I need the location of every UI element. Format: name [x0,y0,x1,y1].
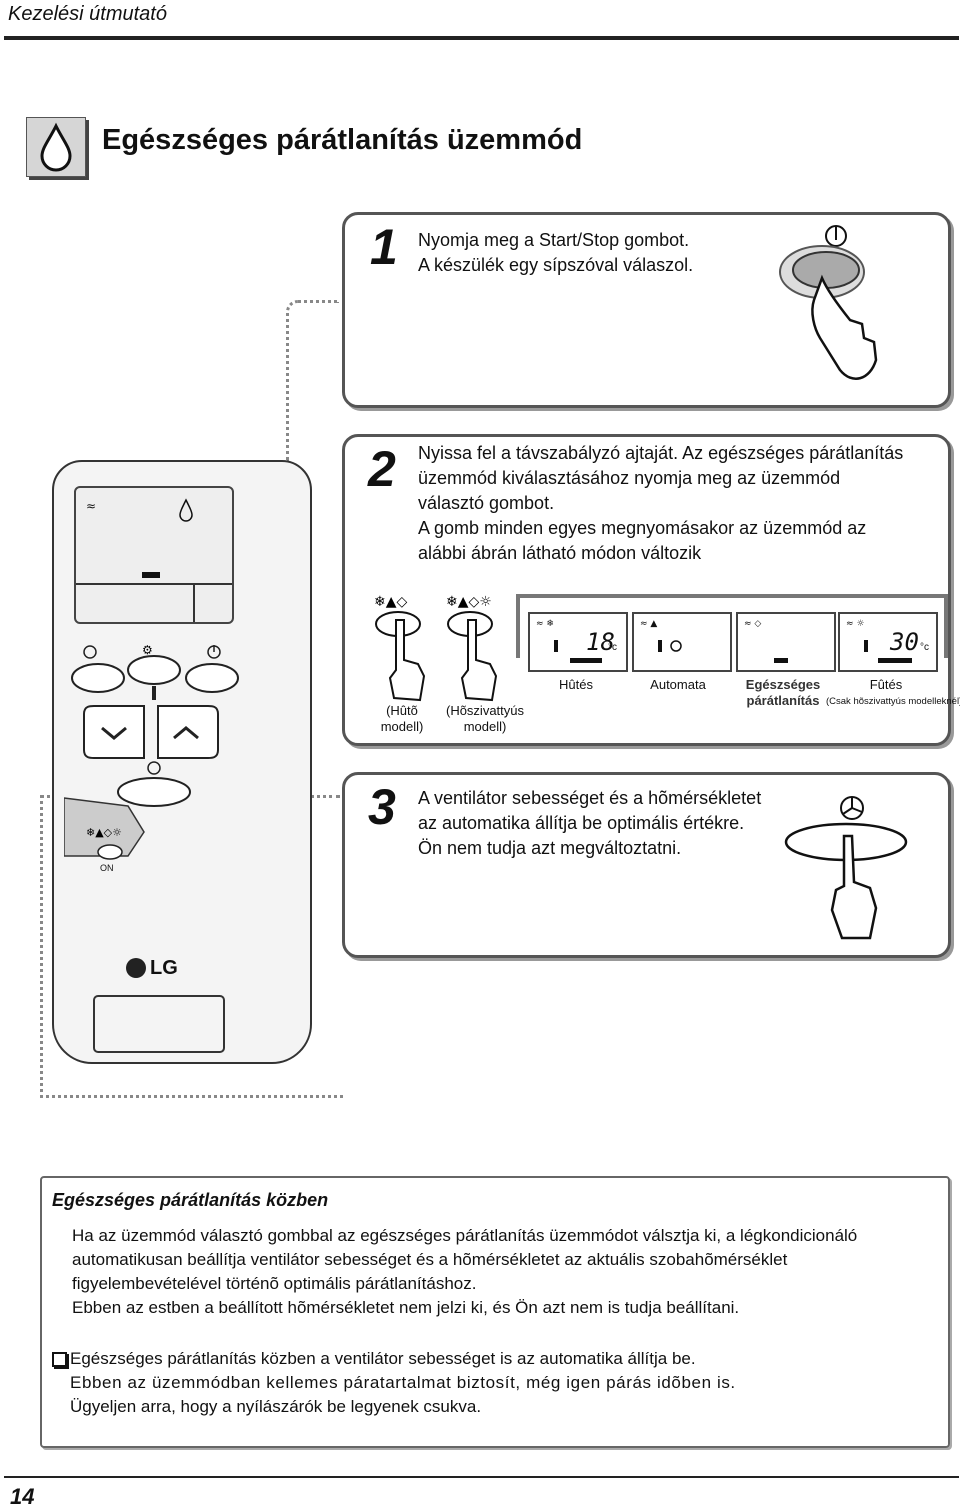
remote-door [64,797,145,857]
mode-label-healthy-dehumid: Egészséges párátlanítás [745,677,821,708]
step-2-text: Nyissa fel a távszabályzó ajtaját. Az eg… [418,441,903,566]
power-icon [207,645,221,659]
step-2-line-4: A gomb minden egyes megnyomásakor az üze… [418,518,867,538]
svg-text:≈: ≈ [86,499,96,513]
mode-button-cool-model: ❄▲◇ [374,594,426,702]
step-3-line-2: az automatika állítja be optimális érték… [418,813,745,833]
mode-button-heatpump-model: ❄▲◇☼ [446,594,498,702]
start-stop-press-illustration [779,225,878,380]
note-line-4: Ebben az estben a beállított hõmérséklet… [72,1298,740,1317]
step-1-number: 1 [370,219,398,275]
step-2-number: 2 [368,441,396,497]
manual-header-title: Kezelési útmutató [8,3,167,25]
fan-button-press-illustration [784,796,908,940]
step-2-box [342,434,951,746]
lcd-mode-heating: ≈ ☼ 30 °c [838,612,938,672]
note-bullet: Egészséges párátlanítás közben a ventilá… [70,1347,736,1419]
model-cool-caption: (Hûtõ modell) [380,703,424,734]
dotted-connector-3 [40,795,343,1098]
dotted-connector-1 [286,300,339,463]
mode-label-heating-note: (Csak hõszivattyús modelleknél) [826,696,960,707]
note-line-1: Ha az üzemmód választó gombbal az egészs… [72,1226,858,1245]
power-symbol-icon [825,225,847,247]
checkbox-bullet-icon [52,1352,67,1367]
up-arrow-icon [173,726,199,740]
down-arrow-icon [101,726,127,740]
note-paragraph: Ha az üzemmód választó gombbal az egészs… [72,1224,857,1320]
note-bullet-line-1: Egészséges párátlanítás közben a ventilá… [70,1349,696,1368]
step-2-line-3: választó gombot. [418,493,555,513]
step-3-line-3: Ön nem tudja azt megváltoztatni. [418,838,682,858]
step-3-line-1: A ventilátor sebességet és a hõmérséklet… [418,788,762,808]
mode-label-cooling: Hûtés [559,677,593,692]
note-title: Egészséges párátlanítás közben [52,1190,329,1210]
water-drop-icon [26,117,86,177]
thermometer-icon [152,686,156,700]
svg-text:⚙: ⚙ [142,643,153,657]
note-bullet-line-3: Ügyeljen arra, hogy a nyílászárók be leg… [70,1397,482,1416]
lcd-heating-temp: 30 [890,628,919,656]
cool-auto-dry-icons: ❄▲◇ [374,594,407,610]
lcd-mode-cooling: ≈ ❄ 18 °c [528,612,628,672]
step-2-line-1: Nyissa fel a távszabályzó ajtaját. Az eg… [418,443,904,463]
lcd-mode-healthy-dehumid: ≈ ◇ [736,612,836,672]
svg-text:≈ ▲: ≈ ▲ [640,619,657,629]
footer-rule [4,1476,959,1478]
note-line-2: automatikusan beállítja ventilátor sebes… [72,1250,788,1269]
mode-label-heating: Fûtés [869,677,903,692]
svg-text:≈ ☼: ≈ ☼ [846,619,864,629]
lcd-heating-unit: °c [920,642,929,653]
step-3-text: A ventilátor sebességet és a hõmérséklet… [418,786,761,861]
mode-label-auto: Automata [650,677,706,692]
cool-auto-dry-heat-icons: ❄▲◇☼ [446,594,492,610]
note-box [40,1176,950,1448]
swing-icon [83,645,97,659]
mode-icon: ⚙ [142,643,153,657]
svg-text:❄▲◇☼: ❄▲◇☼ [86,826,122,839]
model-heatpump-caption: (Hõszivattyús modell) [445,703,525,734]
step-3-number: 3 [368,779,396,835]
lcd-cooling-temp: 18 [586,628,615,656]
section-title: Egészséges párátlanítás üzemmód [102,124,583,156]
fan-icon [840,796,864,820]
step-2-line-5: alábbi ábrán látható módon változik [418,543,702,563]
remote-lcd-display: ≈ [74,486,234,624]
svg-text:≈ ◇: ≈ ◇ [744,619,761,629]
header-rule [4,36,959,40]
lg-logo-icon [126,958,146,978]
note-line-3: figyelembevételével történõ optimális pá… [72,1274,477,1293]
remote-brand: LG [150,957,178,979]
mode-cycle-bracket [516,594,948,658]
remote-buttons: ⚙ ❄▲◇☼ [64,643,239,1053]
step-2-line-2: üzemmód kiválasztásához nyomja meg az üz… [418,468,841,488]
svg-text:≈ ❄: ≈ ❄ [536,619,554,629]
lcd-cooling-unit: °c [608,642,617,653]
fan-icon-small [147,761,161,775]
step-1-text: Nyomja meg a Start/Stop gombot. A készül… [418,228,693,278]
note-bullet-line-2: Ebben az üzemmódban kellemes páratartalm… [70,1373,736,1392]
remote-on-label: ON [100,863,114,873]
lcd-mode-auto: ≈ ▲ [632,612,732,672]
step-1-line-1: Nyomja meg a Start/Stop gombot. [418,230,690,250]
step-1-line-2: A készülék egy sípszóval válaszol. [418,255,694,275]
page-number: 14 [10,1484,35,1509]
